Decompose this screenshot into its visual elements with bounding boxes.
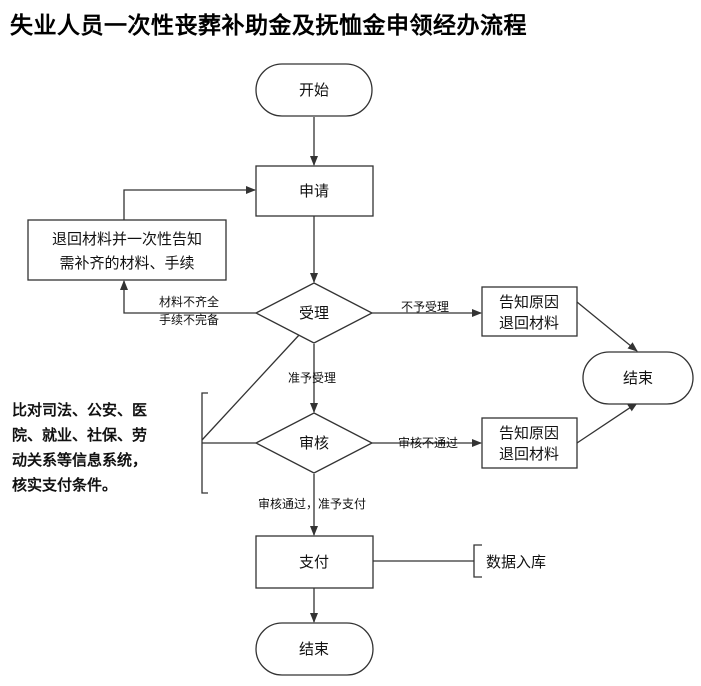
page-title: 失业人员一次性丧葬补助金及抚恤金申领经办流程 [10,13,527,39]
note-bracket-storage [473,544,482,578]
notify-reject-1-line-2: 退回材料 [499,314,559,332]
edge-label-not-accepted: 不予受理 [401,300,449,314]
note-connector-accept [201,333,301,441]
end-right-label: 结束 [623,369,653,387]
data-storage-label: 数据入库 [486,553,546,571]
edge-return-to-apply [123,186,256,220]
end-node-bottom: 结束 [255,622,374,676]
return-materials-node: 退回材料并一次性告知 需补齐的材料、手续 [27,219,227,281]
edge-notify1-to-end [576,301,638,352]
end-node-right: 结束 [582,351,694,405]
edge-label-review-failed: 审核不通过 [398,435,458,450]
accept-label: 受理 [299,304,329,322]
edge-label-accepted: 准予受理 [288,371,336,385]
notify-reject-2-line-2: 退回材料 [499,445,559,463]
notify-reject-2-line-1: 告知原因 [499,424,559,442]
review-label: 审核 [299,434,329,452]
review-decision: 审核 [254,412,374,474]
apply-node: 申请 [255,165,374,217]
pay-label: 支付 [299,553,329,571]
check-systems-line-2: 院、就业、社保、劳 [12,426,147,444]
note-bracket-check [201,392,208,494]
edge-label-incomplete-2: 手续不完备 [159,312,219,327]
check-systems-line-4: 核实支付条件。 [12,476,117,494]
edge-label-incomplete-1: 材料不齐全 [159,294,219,309]
notify-reject-node-2: 告知原因 退回材料 [481,417,578,469]
return-materials-line-1: 退回材料并一次性告知 [52,230,202,248]
check-systems-line-1: 比对司法、公安、医 [12,401,147,419]
start-node: 开始 [255,63,373,117]
check-systems-line-3: 动关系等信息系统， [12,451,147,469]
return-materials-line-2: 需补齐的材料、手续 [59,254,194,272]
end-bottom-label: 结束 [299,640,329,658]
pay-node: 支付 [255,535,374,589]
start-label: 开始 [299,81,329,99]
accept-decision: 受理 [254,282,374,344]
edge-accept-to-return [120,280,256,314]
edge-label-review-passed: 审核通过，准予支付 [258,496,366,511]
apply-label: 申请 [299,182,329,200]
notify-reject-node-1: 告知原因 退回材料 [481,286,578,337]
edge-notify2-to-end [576,402,638,444]
notify-reject-1-line-1: 告知原因 [499,293,559,311]
